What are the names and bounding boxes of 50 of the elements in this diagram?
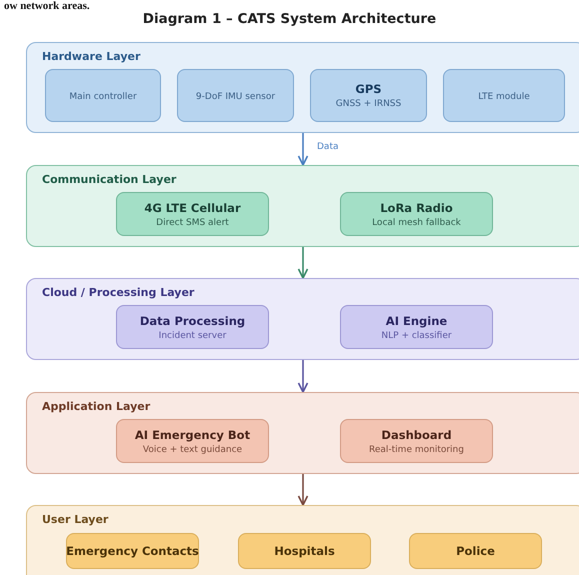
component-box — [116, 305, 269, 349]
component-box — [66, 533, 199, 569]
component-box — [238, 533, 371, 569]
component-name: Data Processing — [140, 314, 246, 328]
component-description: Local mesh fallback — [372, 218, 461, 228]
component-name: LoRa Radio — [380, 200, 453, 214]
component-name: AI Emergency Bot — [134, 428, 250, 442]
layer-panel — [26, 505, 579, 575]
layer-heading: Application Layer — [42, 400, 150, 413]
diagram-title: Diagram 1 – CATS System Architecture — [142, 11, 438, 27]
component-name: Hospitals — [274, 544, 335, 558]
component-box — [443, 69, 565, 122]
component-name: AI Engine — [386, 314, 448, 328]
component-box — [340, 419, 493, 463]
component-description: Real-time monitoring — [369, 444, 464, 454]
component-box — [340, 192, 493, 236]
layer-panel — [26, 392, 579, 474]
component-box — [116, 419, 269, 463]
component-description: LTE module — [478, 92, 530, 102]
text-fragment: ow network areas. — [4, 0, 90, 12]
arrow — [298, 247, 308, 279]
component-name: GPS — [355, 82, 382, 96]
component-box — [409, 533, 542, 569]
component-description: Direct SMS alert — [156, 218, 229, 228]
layer-heading: Hardware Layer — [42, 50, 140, 63]
layer-panel — [26, 278, 579, 360]
component-description: Voice + text guidance — [142, 444, 242, 454]
edge-label: Data — [317, 142, 338, 152]
layer-heading: Cloud / Processing Layer — [42, 286, 194, 299]
component-name: 4G LTE Cellular — [144, 200, 241, 214]
layer-heading: Communication Layer — [42, 173, 176, 186]
arrow — [298, 360, 308, 393]
arrow — [298, 133, 308, 166]
component-box — [177, 69, 294, 122]
component-box — [45, 69, 161, 122]
component-description: NLP + classifier — [381, 330, 452, 340]
component-box — [310, 69, 427, 122]
arrow — [298, 474, 308, 506]
component-name: Emergency Contacts — [66, 544, 199, 558]
component-description: GNSS + IRNSS — [336, 99, 402, 109]
layer-panel — [26, 165, 579, 247]
component-box — [116, 192, 269, 236]
layer-heading: User Layer — [42, 513, 108, 526]
layer-panel — [26, 42, 579, 133]
component-description: 9-DoF IMU sensor — [196, 92, 276, 102]
component-name: Dashboard — [381, 428, 452, 442]
component-description: Main controller — [69, 92, 137, 102]
component-description: Incident server — [158, 330, 226, 340]
component-name: Police — [456, 544, 495, 558]
component-box — [340, 305, 493, 349]
